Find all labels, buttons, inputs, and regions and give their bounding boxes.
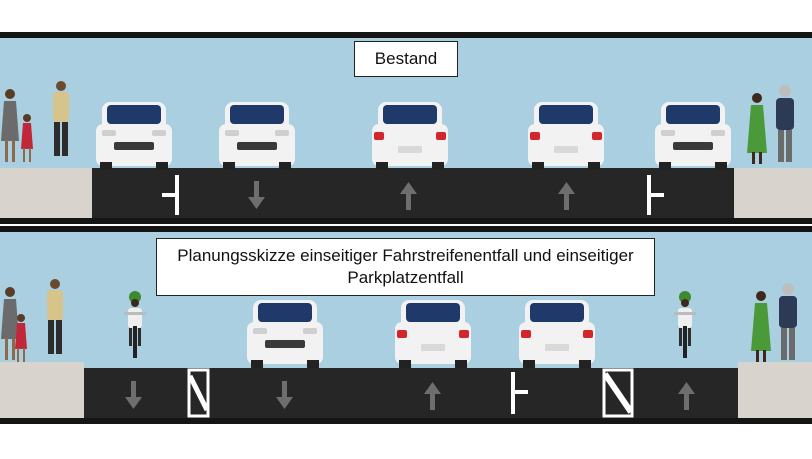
lane-marking-center bbox=[511, 372, 528, 414]
pedestrian-icon bbox=[21, 114, 33, 162]
lane-arrow-down-icon bbox=[125, 381, 142, 409]
car-front-icon bbox=[655, 102, 731, 170]
car-front-icon bbox=[96, 102, 172, 170]
panel-title: Planungsskizze einseitiger Fahrstreifene… bbox=[156, 238, 655, 296]
car-front-icon bbox=[219, 102, 295, 170]
lane-arrow-up-icon bbox=[558, 182, 575, 210]
lane-arrow-up-icon bbox=[400, 182, 417, 210]
panel-planungsskizze: Planungsskizze einseitiger Fahrstreifene… bbox=[0, 226, 812, 459]
bottom-border bbox=[0, 218, 812, 224]
pedestrian-icon bbox=[747, 93, 767, 164]
cross-section-bestand bbox=[0, 0, 812, 226]
pedestrian-icon bbox=[1, 89, 19, 162]
car-front-icon bbox=[247, 300, 323, 368]
car-rear-icon bbox=[395, 300, 471, 368]
sidewalk-right bbox=[738, 362, 812, 418]
sidewalk-right bbox=[734, 168, 812, 220]
lane-arrow-down-icon bbox=[276, 381, 293, 409]
road bbox=[84, 368, 738, 418]
sidewalk-left bbox=[0, 362, 84, 418]
lane-arrow-down-icon bbox=[248, 181, 265, 209]
hatched-buffer-icon bbox=[602, 368, 634, 418]
bottom-border bbox=[0, 418, 812, 424]
panel-title: Bestand bbox=[354, 41, 458, 77]
top-border bbox=[0, 32, 812, 38]
lane-arrow-up-icon bbox=[678, 382, 695, 410]
cyclist-icon bbox=[124, 291, 146, 358]
pedestrian-icon bbox=[779, 283, 797, 360]
lane-marking-right bbox=[647, 175, 664, 215]
pedestrian-icon bbox=[1, 287, 19, 360]
top-border bbox=[0, 226, 812, 232]
car-rear-icon bbox=[372, 102, 448, 170]
pedestrian-icon bbox=[776, 85, 794, 162]
hatched-buffer-icon bbox=[187, 368, 210, 418]
cyclist-icon bbox=[674, 291, 696, 358]
car-rear-icon bbox=[519, 300, 595, 368]
car-rear-icon bbox=[528, 102, 604, 170]
pedestrian-icon bbox=[15, 314, 27, 362]
pedestrian-icon bbox=[53, 81, 69, 156]
pedestrian-icon bbox=[47, 279, 63, 354]
sidewalk-left bbox=[0, 168, 92, 220]
lane-arrow-up-icon bbox=[424, 382, 441, 410]
pedestrian-icon bbox=[751, 291, 771, 362]
lane-marking-left bbox=[162, 175, 179, 215]
panel-bestand: Bestand bbox=[0, 0, 812, 226]
